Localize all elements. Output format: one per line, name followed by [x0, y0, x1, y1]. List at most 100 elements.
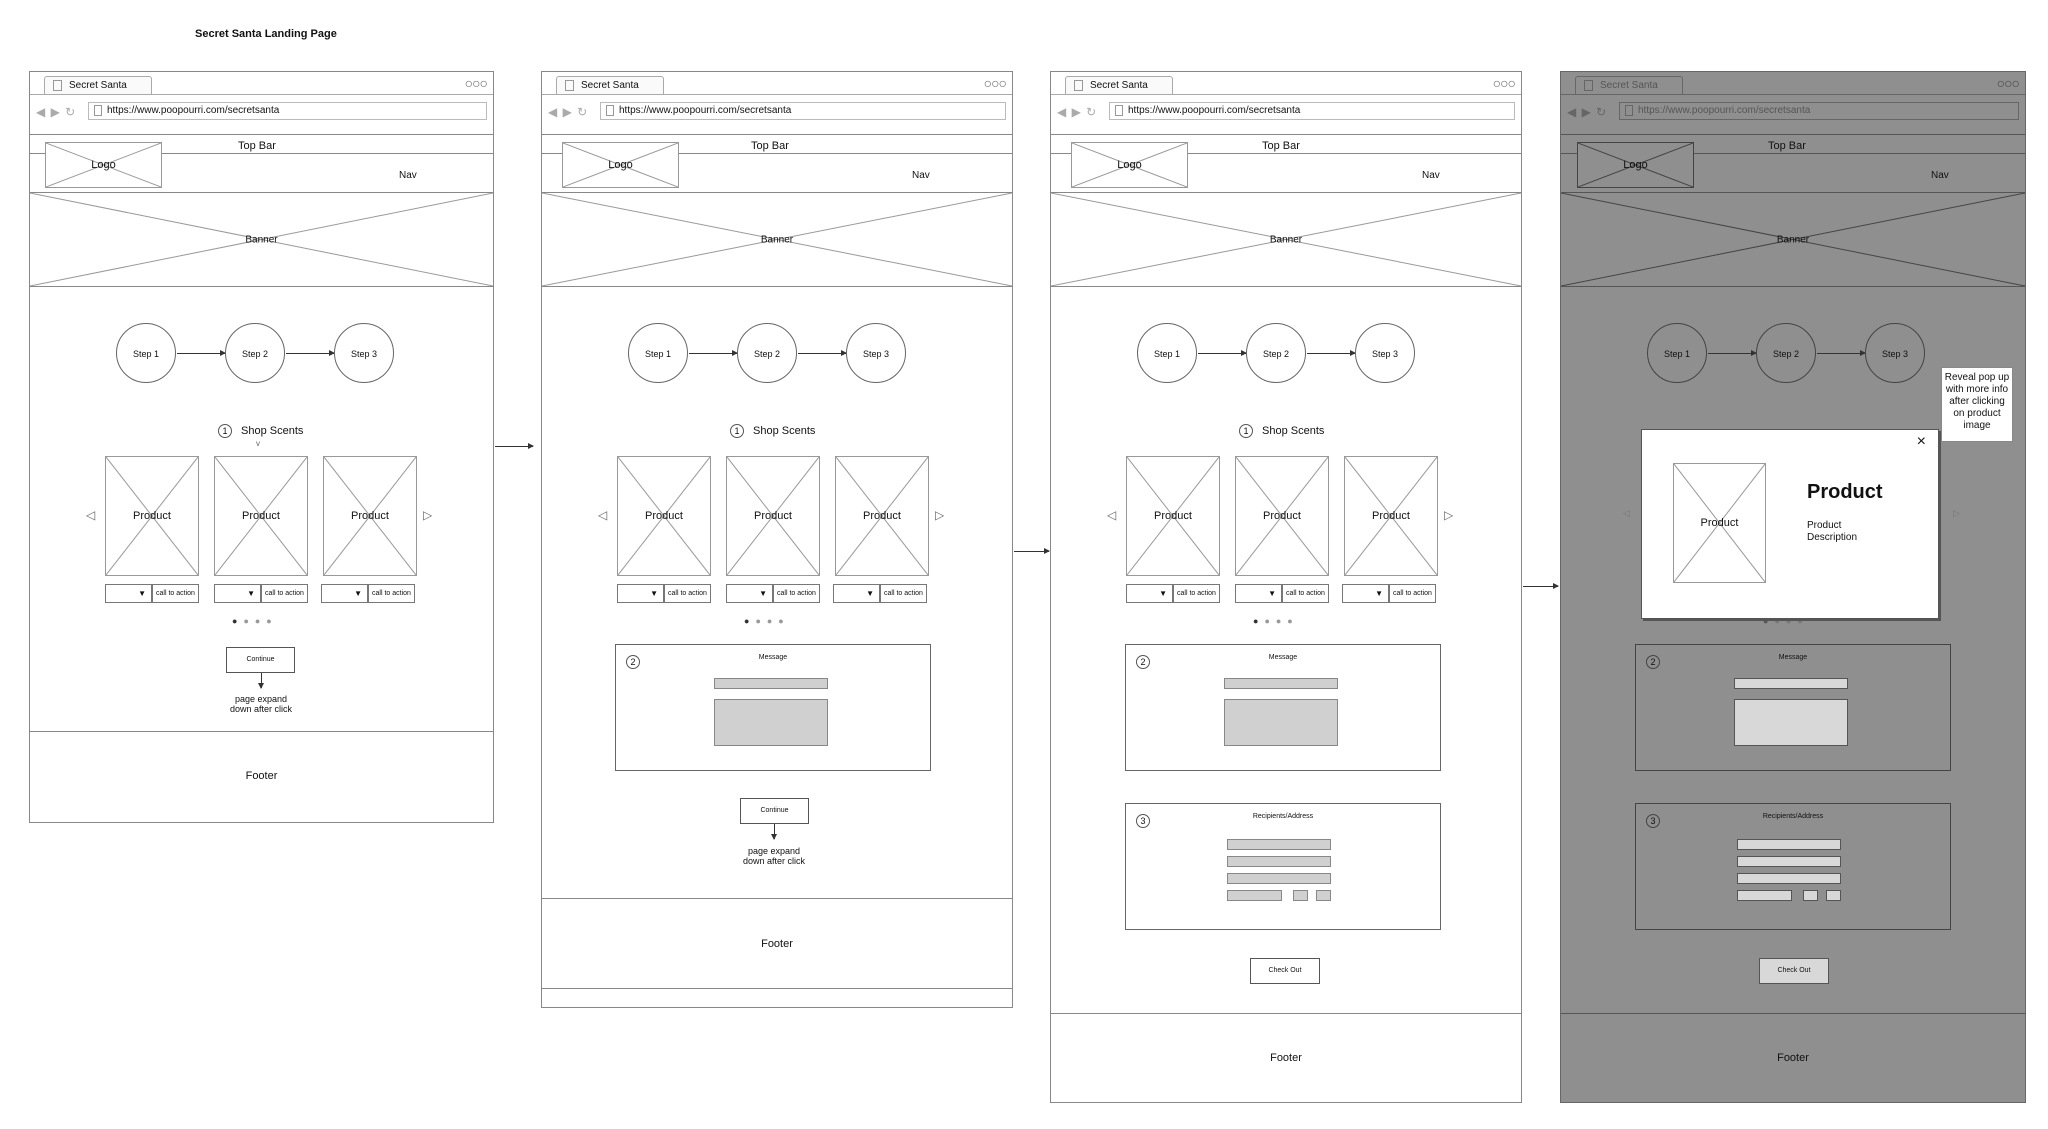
logo-label: Logo: [608, 159, 633, 171]
carousel-prev-icon[interactable]: ◁: [1623, 508, 1630, 518]
zip-field[interactable]: [1826, 890, 1841, 901]
browser-tab[interactable]: Secret Santa: [1575, 76, 1683, 94]
carousel-pagination[interactable]: ●●●●: [232, 616, 278, 626]
logo-placeholder[interactable]: Logo: [1577, 142, 1694, 188]
url-bar[interactable]: https://www.poopourri.com/secretsanta: [1619, 102, 2019, 120]
product-image[interactable]: Product: [726, 456, 820, 576]
state-field[interactable]: [1293, 890, 1308, 901]
cta-button[interactable]: call to action: [1389, 584, 1436, 603]
carousel-prev-icon[interactable]: ◁: [1107, 508, 1117, 522]
recipients-panel: 3 Recipients/Address: [1635, 803, 1951, 930]
product-image[interactable]: Product: [323, 456, 417, 576]
product-image[interactable]: Product: [1126, 456, 1220, 576]
nav-label[interactable]: Nav: [399, 170, 417, 181]
cta-button[interactable]: call to action: [1282, 584, 1329, 603]
browser-nav-icons[interactable]: ◀ ▶ ↻: [36, 105, 77, 119]
step-1-circle: Step 1: [116, 323, 176, 383]
carousel-prev-icon[interactable]: ◁: [598, 508, 608, 522]
cta-button[interactable]: call to action: [773, 584, 820, 603]
product-image[interactable]: Product: [617, 456, 711, 576]
cta-button[interactable]: call to action: [880, 584, 927, 603]
footer-label: Footer: [1777, 1052, 1809, 1064]
checkout-button[interactable]: Check Out: [1250, 958, 1320, 984]
recipient-name-field[interactable]: [1737, 839, 1841, 850]
product-image[interactable]: Product: [105, 456, 199, 576]
url-text: https://www.poopourri.com/secretsanta: [1128, 105, 1301, 116]
continue-button[interactable]: Continue: [740, 798, 809, 824]
product-image[interactable]: Product: [1235, 456, 1329, 576]
carousel-pagination[interactable]: ●●●●: [1253, 616, 1299, 626]
city-field[interactable]: [1227, 890, 1282, 901]
quantity-dropdown[interactable]: ▼: [1342, 584, 1389, 603]
browser-tab[interactable]: Secret Santa: [1065, 76, 1173, 94]
url-bar[interactable]: https://www.poopourri.com/secretsanta: [88, 102, 487, 120]
message-subject-field[interactable]: [714, 678, 828, 689]
browser-nav-icons[interactable]: ◀ ▶ ↻: [1567, 105, 1608, 119]
quantity-dropdown[interactable]: ▼: [105, 584, 152, 603]
popup-product-image: Product: [1673, 463, 1766, 583]
recipient-name-field[interactable]: [1227, 839, 1331, 850]
logo-placeholder[interactable]: Logo: [562, 142, 679, 188]
address-line-2-field[interactable]: [1227, 873, 1331, 884]
url-bar[interactable]: https://www.poopourri.com/secretsanta: [1109, 102, 1515, 120]
nav-label[interactable]: Nav: [912, 170, 930, 181]
carousel-next-icon[interactable]: ▷: [423, 508, 433, 522]
continue-button[interactable]: Continue: [226, 647, 295, 673]
carousel-prev-icon[interactable]: ◁: [86, 508, 96, 522]
document-icon: [53, 80, 62, 91]
quantity-dropdown[interactable]: ▼: [1126, 584, 1173, 603]
nav-label[interactable]: Nav: [1931, 170, 1949, 181]
url-text: https://www.poopourri.com/secretsanta: [1638, 105, 1811, 116]
quantity-dropdown[interactable]: ▼: [833, 584, 880, 603]
logo-placeholder[interactable]: Logo: [1071, 142, 1188, 188]
cta-button[interactable]: call to action: [152, 584, 199, 603]
zip-field[interactable]: [1316, 890, 1331, 901]
nav-label[interactable]: Nav: [1422, 170, 1440, 181]
message-body-field[interactable]: [714, 699, 828, 746]
address-line-2-field[interactable]: [1737, 873, 1841, 884]
cta-button[interactable]: call to action: [261, 584, 308, 603]
cta-button[interactable]: call to action: [368, 584, 415, 603]
carousel-pagination[interactable]: ●●●●: [744, 616, 790, 626]
recipients-panel: 3 Recipients/Address: [1125, 803, 1441, 930]
browser-tab[interactable]: Secret Santa: [44, 76, 152, 94]
close-icon[interactable]: ×: [1916, 433, 1926, 450]
window-controls-icon[interactable]: ○○○: [464, 75, 488, 91]
message-subject-field[interactable]: [1734, 678, 1848, 689]
browser-nav-icons[interactable]: ◀ ▶ ↻: [548, 105, 589, 119]
shop-scents-title: Shop Scents: [1262, 425, 1325, 437]
cta-button[interactable]: call to action: [1173, 584, 1220, 603]
quantity-dropdown[interactable]: ▼: [726, 584, 773, 603]
step-2-circle: Step 2: [737, 323, 797, 383]
carousel-next-icon[interactable]: ▷: [935, 508, 945, 522]
quantity-dropdown[interactable]: ▼: [321, 584, 368, 603]
browser-tab[interactable]: Secret Santa: [556, 76, 664, 94]
quantity-dropdown[interactable]: ▼: [1235, 584, 1282, 603]
window-controls-icon[interactable]: ○○○: [983, 75, 1007, 91]
carousel-next-icon[interactable]: ▷: [1953, 508, 1960, 518]
step-1-circle: Step 1: [628, 323, 688, 383]
carousel-next-icon[interactable]: ▷: [1444, 508, 1454, 522]
logo-placeholder[interactable]: Logo: [45, 142, 162, 188]
state-field[interactable]: [1803, 890, 1818, 901]
chevron-down-icon: ▼: [1159, 589, 1167, 598]
message-body-field[interactable]: [1734, 699, 1848, 746]
message-subject-field[interactable]: [1224, 678, 1338, 689]
window-controls-icon[interactable]: ○○○: [1492, 75, 1516, 91]
city-field[interactable]: [1737, 890, 1792, 901]
window-controls-icon[interactable]: ○○○: [1996, 75, 2020, 91]
quantity-dropdown[interactable]: ▼: [214, 584, 261, 603]
checkout-button[interactable]: Check Out: [1759, 958, 1829, 984]
browser-nav-icons[interactable]: ◀ ▶ ↻: [1057, 105, 1098, 119]
quantity-dropdown[interactable]: ▼: [617, 584, 664, 603]
carousel-pagination[interactable]: ●●●●: [1763, 616, 1809, 626]
product-image[interactable]: Product: [835, 456, 929, 576]
product-image[interactable]: Product: [1344, 456, 1438, 576]
address-line-1-field[interactable]: [1737, 856, 1841, 867]
message-body-field[interactable]: [1224, 699, 1338, 746]
url-bar[interactable]: https://www.poopourri.com/secretsanta: [600, 102, 1006, 120]
wireframe-popup-state: Secret Santa ○○○ ◀ ▶ ↻ https://www.poopo…: [1560, 71, 2026, 1103]
cta-button[interactable]: call to action: [664, 584, 711, 603]
product-image[interactable]: Product: [214, 456, 308, 576]
address-line-1-field[interactable]: [1227, 856, 1331, 867]
